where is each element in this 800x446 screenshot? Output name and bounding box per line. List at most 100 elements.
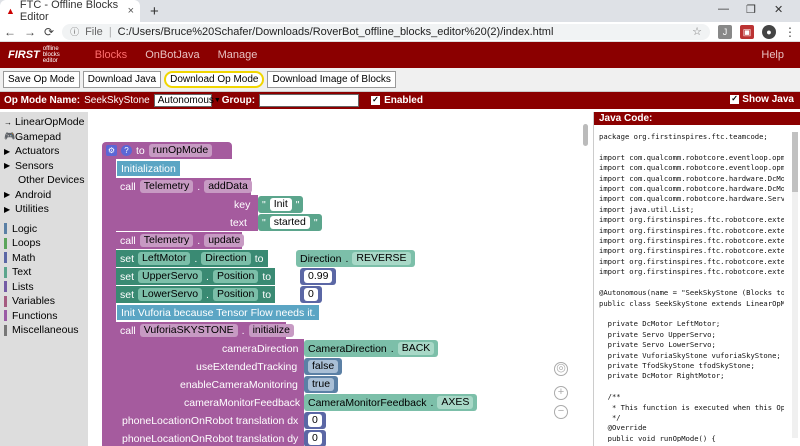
menu-kebab-icon[interactable]: ⋮: [784, 24, 796, 39]
camera-direction-enum-block[interactable]: CameraDirection . BACK: [304, 340, 439, 357]
nav-blocks[interactable]: Blocks: [94, 49, 128, 61]
telemetry-field[interactable]: Telemetry: [139, 180, 194, 193]
dx-value-field[interactable]: 0: [308, 414, 322, 427]
java-scrollbar[interactable]: [792, 132, 798, 438]
leftmotor-field[interactable]: LeftMotor: [138, 252, 191, 265]
upper-value-field[interactable]: 0.99: [304, 270, 333, 283]
telemetry-update-block[interactable]: call Telemetry . update: [116, 232, 245, 249]
vuforia-field[interactable]: VuforiaSKYSTONE: [139, 324, 238, 337]
number-block-dy[interactable]: 0: [304, 430, 326, 446]
help-icon[interactable]: ?: [121, 145, 132, 156]
profile-avatar[interactable]: ●: [762, 24, 776, 39]
function-block-header[interactable]: ⚙ ? to runOpMode: [102, 142, 232, 159]
key-value-field[interactable]: Init: [269, 198, 292, 211]
enabled-checkbox[interactable]: [371, 95, 381, 105]
show-java-toggle[interactable]: Show Java: [730, 94, 794, 105]
tab-close-icon[interactable]: ×: [127, 5, 134, 17]
text-value-field[interactable]: started: [269, 216, 310, 229]
comment-block-initialization[interactable]: Initialization: [116, 160, 181, 177]
upperservo-field[interactable]: UpperServo: [138, 270, 203, 283]
direction-enum-block[interactable]: Direction . REVERSE: [296, 250, 415, 267]
extension-icon[interactable]: J: [718, 24, 732, 39]
param-label: phoneLocationOnRobot translation dy: [122, 432, 299, 445]
toolbox-lists[interactable]: Lists: [0, 280, 88, 295]
help-link[interactable]: Help: [761, 49, 784, 61]
toolbox-utilities[interactable]: ▶Utilities: [0, 202, 88, 217]
category-swatch: [4, 295, 7, 307]
set-upperservo-position-block[interactable]: set UpperServo . Position to: [116, 268, 276, 285]
toolbox-miscellaneous[interactable]: Miscellaneous: [0, 323, 88, 338]
star-icon[interactable]: ☆: [692, 26, 702, 38]
dy-value-field[interactable]: 0: [308, 432, 322, 445]
toolbox-actuators[interactable]: ▶Actuators: [0, 144, 88, 159]
address-bar[interactable]: ⓘ File | C:/Users/Bruce%20Schafer/Downlo…: [62, 23, 710, 40]
set-lowerservo-position-block[interactable]: set LowerServo . Position to: [116, 286, 276, 303]
toolbox-gamepad[interactable]: 🎮Gamepad: [0, 130, 88, 145]
zoom-in-icon[interactable]: +: [554, 386, 568, 400]
enum-label: CameraMonitorFeedback: [308, 396, 427, 409]
position-field[interactable]: Position: [212, 270, 259, 283]
number-block-lower[interactable]: 0: [300, 286, 322, 303]
minimize-icon[interactable]: —: [718, 3, 729, 15]
adddata-field[interactable]: addData: [204, 180, 252, 193]
position-field[interactable]: Position: [212, 288, 259, 301]
toolbox-other-devices[interactable]: Other Devices: [0, 173, 88, 188]
category-swatch: [4, 310, 7, 322]
toolbox-linearopmode[interactable]: →LinearOpMode: [0, 115, 88, 130]
blocks-workspace[interactable]: ⚙ ? to runOpMode Initialization call Tel…: [88, 112, 593, 446]
number-block-dx[interactable]: 0: [304, 412, 326, 429]
close-window-icon[interactable]: ✕: [774, 4, 784, 16]
recenter-icon[interactable]: ◎: [554, 362, 568, 376]
false-field[interactable]: false: [308, 360, 339, 373]
toolbox-math[interactable]: Math: [0, 251, 88, 266]
number-block-upper[interactable]: 0.99: [300, 268, 337, 285]
show-java-checkbox[interactable]: [730, 94, 740, 104]
pdf-extension-icon[interactable]: ▣: [740, 24, 754, 39]
new-tab-button[interactable]: +: [150, 3, 159, 20]
zoom-out-icon[interactable]: −: [554, 405, 568, 419]
comment-block-vuforia[interactable]: Init Vuforia because Tensor Flow needs i…: [116, 304, 321, 321]
nav-onbotjava[interactable]: OnBotJava: [145, 49, 200, 61]
browser-tab[interactable]: ▲ FTC - Offline Blocks Editor ×: [0, 0, 140, 23]
boolean-false-block[interactable]: false: [304, 358, 343, 375]
toolbox-functions[interactable]: Functions: [0, 309, 88, 324]
toolbox-logic[interactable]: Logic: [0, 222, 88, 237]
toolbox-text[interactable]: Text: [0, 265, 88, 280]
save-op-mode-button[interactable]: Save Op Mode: [3, 71, 80, 88]
toolbox-variables[interactable]: Variables: [0, 294, 88, 309]
back-field[interactable]: BACK: [397, 342, 435, 355]
boolean-true-block[interactable]: true: [304, 376, 339, 393]
telemetry-adddata-block[interactable]: call Telemetry . addData: [116, 178, 252, 195]
java-code-text[interactable]: package org.firstinspires.ftc.teamcode; …: [599, 132, 784, 442]
key-text-block[interactable]: "Init": [258, 196, 304, 213]
download-java-button[interactable]: Download Java: [82, 71, 162, 88]
group-input[interactable]: [259, 94, 360, 107]
set-leftmotor-direction-block[interactable]: set LeftMotor . Direction to: [116, 250, 268, 267]
function-name-field[interactable]: runOpMode: [148, 144, 213, 157]
lower-value-field[interactable]: 0: [304, 288, 318, 301]
forward-icon[interactable]: →: [24, 24, 36, 39]
nav-manage[interactable]: Manage: [217, 49, 258, 61]
axes-field[interactable]: AXES: [437, 396, 474, 409]
reload-icon[interactable]: ⟳: [44, 24, 55, 39]
toolbox-android[interactable]: ▶Android: [0, 188, 88, 203]
toolbox-loops[interactable]: Loops: [0, 236, 88, 251]
reverse-field[interactable]: REVERSE: [352, 252, 411, 265]
op-mode-type-select[interactable]: Autonomous ▼: [153, 94, 221, 107]
download-image-button[interactable]: Download Image of Blocks: [267, 71, 396, 88]
true-field[interactable]: true: [308, 378, 335, 391]
text-text-block[interactable]: "started": [258, 214, 322, 231]
telemetry-field[interactable]: Telemetry: [139, 234, 194, 247]
toolbox-sensors[interactable]: ▶Sensors: [0, 159, 88, 174]
download-op-mode-button[interactable]: Download Op Mode: [164, 71, 265, 88]
back-icon[interactable]: ←: [4, 24, 16, 39]
lowerservo-field[interactable]: LowerServo: [138, 288, 203, 301]
initialize-field[interactable]: initialize: [248, 324, 294, 337]
gear-icon[interactable]: ⚙: [106, 145, 117, 156]
workspace-scrollbar[interactable]: [583, 124, 588, 146]
direction-field[interactable]: Direction: [201, 252, 251, 265]
vuforia-initialize-block[interactable]: call VuforiaSKYSTONE . initialize: [116, 322, 294, 339]
update-field[interactable]: update: [204, 234, 245, 247]
camera-feedback-enum-block[interactable]: CameraMonitorFeedback . AXES: [304, 394, 478, 411]
restore-icon[interactable]: ❐: [746, 4, 756, 16]
